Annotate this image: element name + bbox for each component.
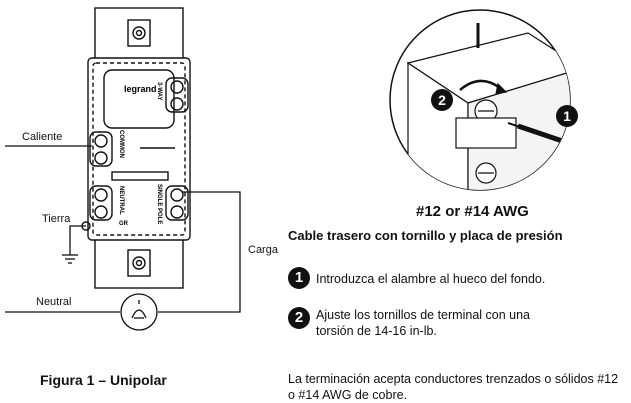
ground-wire-label: Tierra bbox=[42, 213, 71, 225]
step-1: 1 Introduzca el alambre al hueco del fon… bbox=[288, 267, 545, 289]
hot-wire-label: Caliente bbox=[22, 131, 63, 143]
section-subtitle: Cable trasero con tornillo y placa de pr… bbox=[288, 228, 563, 243]
wire-gauge-heading: #12 or #14 AWG bbox=[416, 203, 529, 220]
ground-terminal-label: GR bbox=[119, 221, 129, 227]
single-pole-label: SINGLE POLE bbox=[156, 184, 162, 224]
callout-one-icon: 1 bbox=[556, 105, 578, 127]
step-2: 2 Ajuste los tornillos de terminal con u… bbox=[288, 307, 628, 339]
light-bulb-icon bbox=[120, 293, 158, 331]
neutral-wire-label: Neutral bbox=[36, 296, 72, 308]
switch-device bbox=[81, 7, 191, 289]
step-1-badge: 1 bbox=[288, 267, 310, 289]
neutral-screw-icon bbox=[89, 185, 113, 221]
top-mount-screw-icon bbox=[127, 19, 151, 47]
single-pole-screw-icon bbox=[165, 185, 189, 221]
svg-text:1: 1 bbox=[563, 108, 571, 124]
neutral-terminal-label: NEUTRAL bbox=[118, 186, 124, 215]
figure-caption: Figura 1 – Unipolar bbox=[40, 372, 167, 388]
svg-text:2: 2 bbox=[438, 92, 446, 108]
load-label: Carga bbox=[248, 244, 278, 256]
three-way-screw-icon bbox=[165, 77, 189, 113]
callout-two-icon: 2 bbox=[431, 89, 453, 111]
step-1-text: Introduzca el alambre al hueco del fondo… bbox=[316, 272, 546, 286]
common-screw-icon bbox=[89, 131, 113, 167]
wire-insertion-illustration: 2 1 bbox=[389, 9, 578, 191]
circuit-wires bbox=[5, 145, 241, 313]
step-2-badge: 2 bbox=[288, 307, 310, 329]
brand-logo: legrand bbox=[124, 84, 157, 94]
three-way-label: 3-WAY bbox=[156, 82, 162, 100]
wiring-diagram: legrand 3-WAY COMMON NEUTRAL SINGLE POLE… bbox=[5, 7, 241, 331]
common-label: COMMON bbox=[118, 130, 124, 158]
step-2-text: Ajuste los tornillos de terminal con una… bbox=[316, 308, 531, 338]
bottom-mount-screw-icon bbox=[127, 249, 151, 277]
termination-note: La terminación acepta conductores trenza… bbox=[288, 371, 619, 402]
